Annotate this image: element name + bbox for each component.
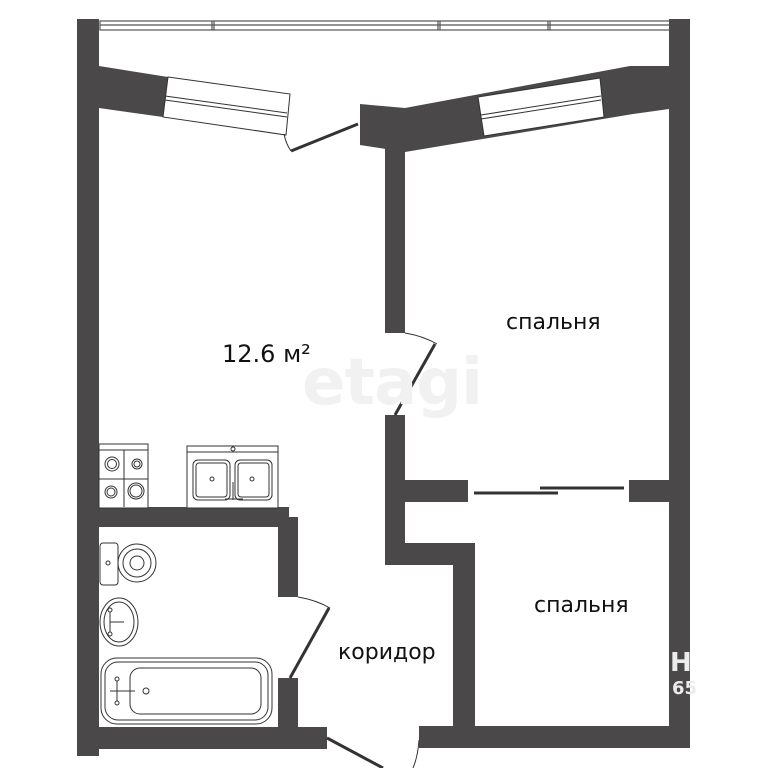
bedroom-door[interactable]: [393, 332, 438, 416]
room-label-corridor: коридор: [338, 640, 436, 665]
sliding-door[interactable]: [474, 486, 624, 495]
stove-icon: [98, 443, 149, 509]
balcony-door[interactable]: [283, 122, 359, 153]
entrance-door[interactable]: [326, 736, 420, 768]
watermark: etagi: [302, 346, 483, 420]
balcony-window: [99, 20, 671, 31]
toilet-icon: [99, 542, 157, 586]
watermark-fragment: Н: [670, 648, 692, 678]
bathtub-icon: [100, 657, 273, 725]
room-label-bedroom-2: спальня: [534, 593, 629, 618]
washbasin-icon: [99, 597, 139, 647]
room-label-bedroom-1: спальня: [506, 310, 601, 335]
room-label-kitchen-living: 12.6 м²: [222, 340, 311, 368]
watermark-digits: 65: [672, 678, 698, 699]
bathroom-door[interactable]: [288, 596, 331, 679]
window-right: [477, 77, 605, 137]
window-left: [162, 76, 291, 136]
kitchen-sink-icon: [186, 445, 279, 509]
